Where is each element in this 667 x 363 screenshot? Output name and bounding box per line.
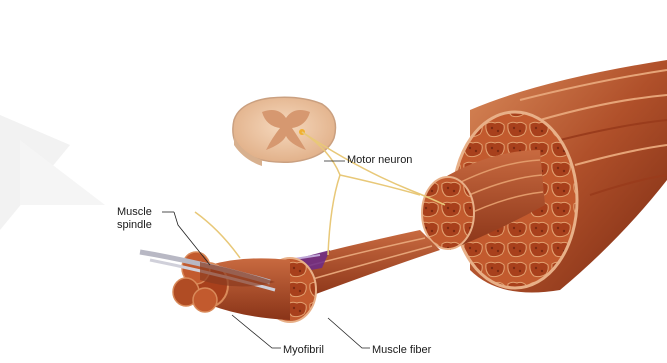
- fascicle-cross-section: [422, 177, 474, 249]
- motor-neuron-label: Motor neuron: [347, 154, 412, 167]
- muscle-fiber-label: Muscle fiber: [372, 344, 431, 357]
- myofibril-label: Myofibril: [283, 344, 324, 357]
- leader-muscle-fiber: [328, 318, 370, 348]
- leader-myofibril: [232, 315, 281, 348]
- muscle-spindle-label-line2: spindle: [117, 219, 152, 232]
- muscle-spindle-label-line1: Muscle: [117, 206, 152, 219]
- spinal-cord-section: [233, 97, 336, 166]
- muscle-spindle-label: Muscle spindle: [117, 206, 152, 232]
